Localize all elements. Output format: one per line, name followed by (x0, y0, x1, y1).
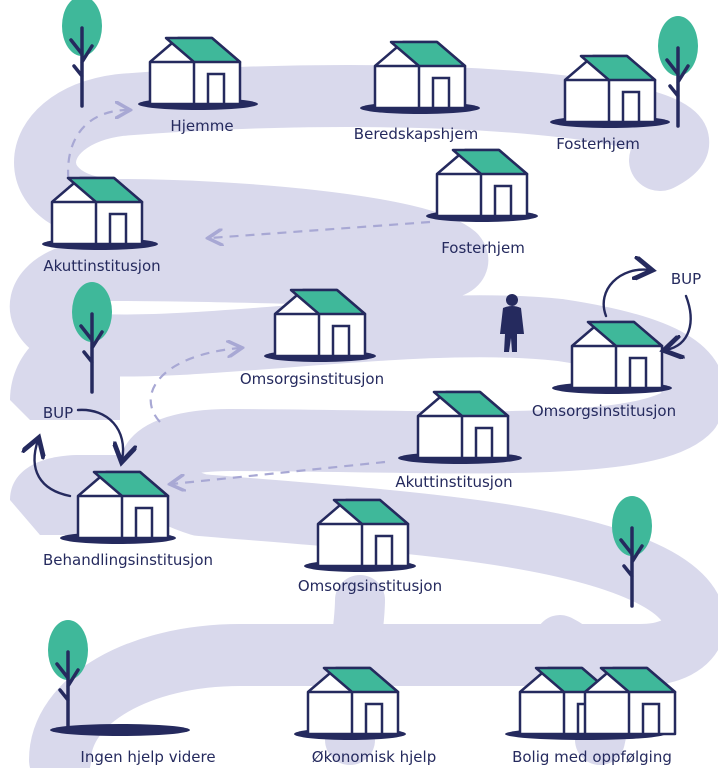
place-label: Fosterhjem (441, 239, 525, 257)
house-icon (435, 148, 529, 218)
place-label: Omsorgsinstitusjon (532, 402, 676, 420)
place-label: Beredskapshjem (354, 125, 478, 143)
house-icon (416, 390, 510, 460)
person-icon (500, 294, 524, 352)
place-label: Økonomisk hjelp (312, 748, 436, 766)
house-icon (148, 36, 242, 106)
house-icon (563, 54, 657, 124)
place-label: Fosterhjem (556, 135, 640, 153)
place-label: Behandlingsinstitusjon (43, 551, 213, 569)
place-label: Omsorgsinstitusjon (298, 577, 442, 595)
place-label: Akuttinstitusjon (43, 257, 160, 275)
place-label: Hjemme (170, 117, 233, 135)
bup-label: BUP (671, 270, 701, 288)
place-label: Ingen hjelp videre (80, 748, 215, 766)
place-label: Bolig med oppfølging (512, 748, 672, 766)
bup-label: BUP (43, 404, 73, 422)
cycle-arrow-icon (35, 408, 124, 498)
cycle-arrow-icon (602, 270, 692, 350)
place-label: Omsorgsinstitusjon (240, 370, 384, 388)
house-icon (373, 40, 467, 110)
place-label: Akuttinstitusjon (395, 473, 512, 491)
